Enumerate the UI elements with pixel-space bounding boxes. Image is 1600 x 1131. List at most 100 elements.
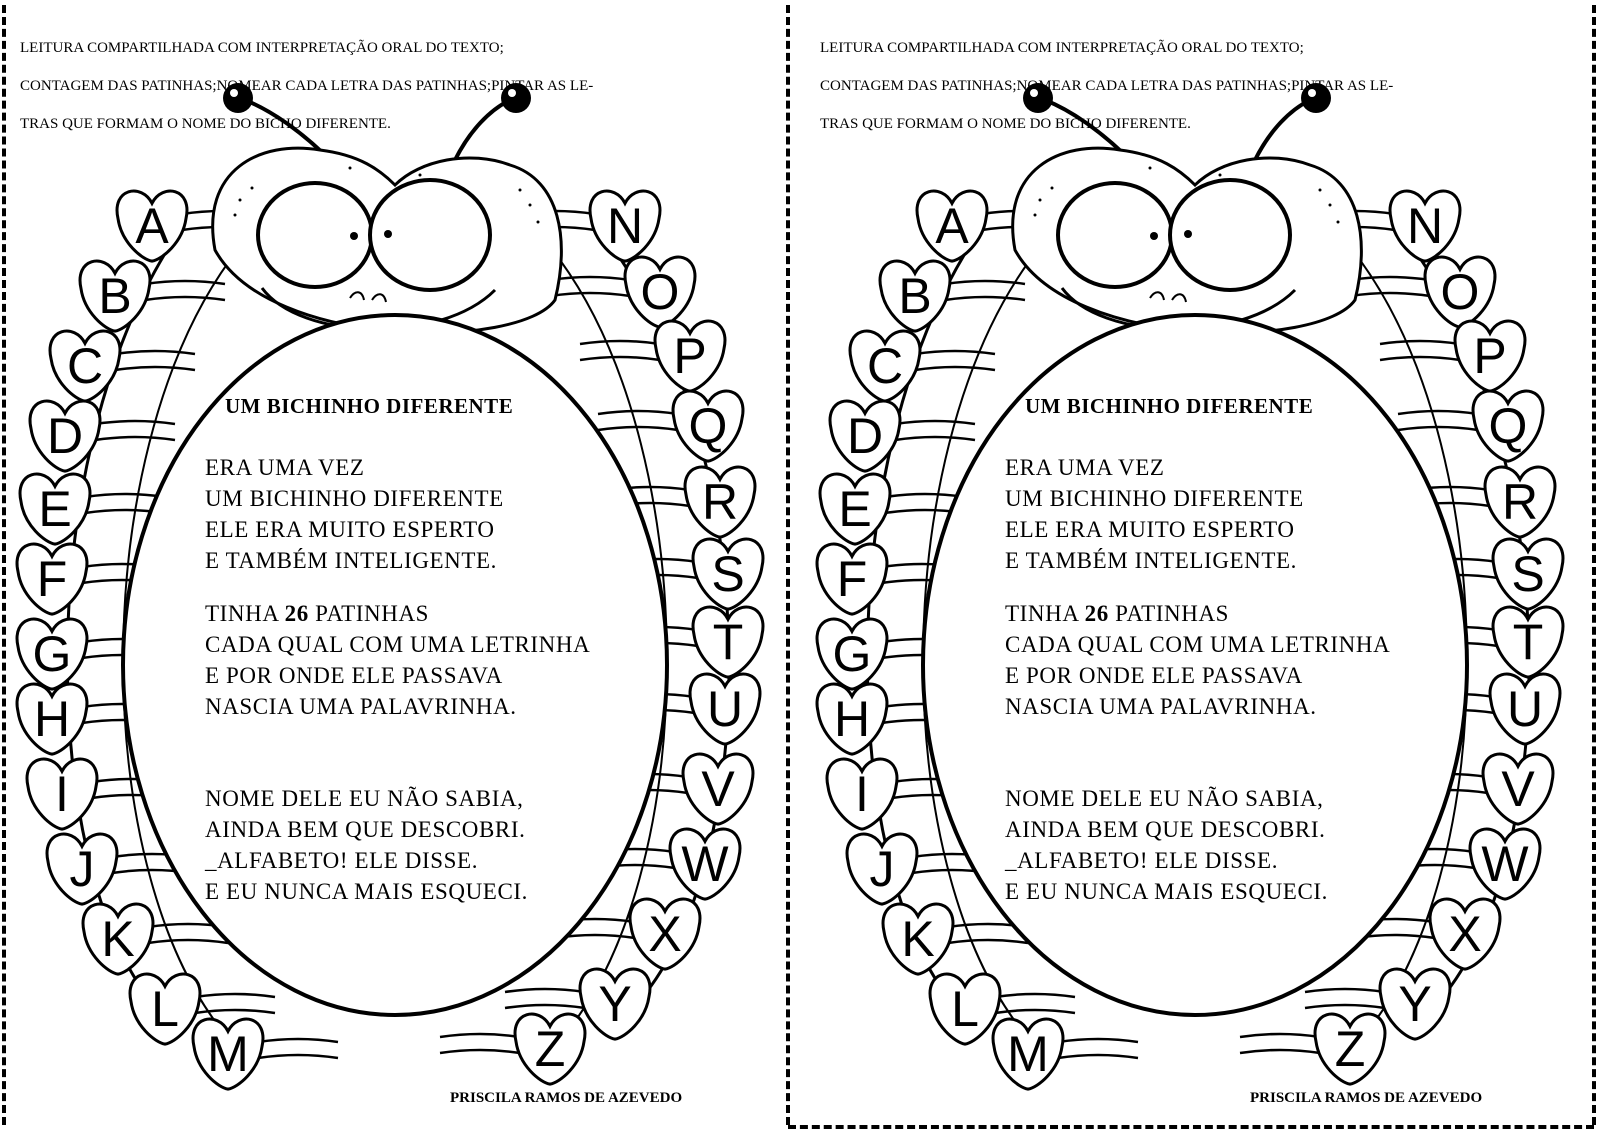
- leg-letter: K: [901, 911, 934, 967]
- leg-j: J: [845, 832, 993, 906]
- leg-letter: W: [681, 836, 729, 892]
- leg-i: I: [25, 757, 173, 831]
- leg-l: L: [128, 972, 276, 1046]
- poem-line: E EU NUNCA MAIS ESQUECI.: [1005, 879, 1328, 904]
- leg-p: P: [1379, 319, 1527, 393]
- leg-letter: X: [1448, 906, 1481, 962]
- leg-s: S: [617, 537, 765, 611]
- leg-letter: Y: [1398, 976, 1431, 1032]
- instruction-line: CONTAGEM DAS PATINHAS;NOMEAR CADA LETRA …: [820, 78, 1394, 94]
- leg-e: E: [818, 472, 966, 546]
- stanza-1: ERA UMA VEZ UM BICHINHO DIFERENTE ELE ER…: [205, 452, 504, 576]
- left-page-border: [2, 5, 6, 1125]
- instruction-line: LEITURA COMPARTILHADA COM INTERPRETAÇÃO …: [820, 40, 1304, 56]
- leg-letter: C: [67, 338, 103, 394]
- leg-a: A: [115, 189, 263, 263]
- leg-letter: A: [935, 198, 969, 254]
- poem-line: NOME DELE EU NÃO SABIA,: [205, 786, 524, 811]
- leg-g: G: [15, 617, 163, 691]
- leg-letter: L: [951, 981, 979, 1037]
- instruction-line: LEITURA COMPARTILHADA COM INTERPRETAÇÃO …: [20, 40, 504, 56]
- leg-letter: W: [1481, 836, 1529, 892]
- leg-letter: I: [855, 766, 869, 822]
- leg-letter: A: [135, 198, 169, 254]
- leg-letter: K: [101, 911, 134, 967]
- instruction-line: TRAS QUE FORMAM O NOME DO BICHO DIFERENT…: [820, 116, 1191, 132]
- leg-count: 26: [284, 601, 309, 626]
- leg-d: D: [828, 399, 976, 473]
- poem-line: TINHA 26 PATINHAS: [205, 601, 430, 626]
- leg-f: F: [815, 542, 963, 616]
- poem-line: E TAMBÉM INTELIGENTE.: [1005, 548, 1298, 573]
- leg-count: 26: [1084, 601, 1109, 626]
- leg-letter: O: [641, 264, 680, 320]
- googly-eyes-icon: [1056, 178, 1292, 292]
- leg-s: S: [1417, 537, 1565, 611]
- poem-line: NASCIA UMA PALAVRINHA.: [1005, 694, 1317, 719]
- leg-letter: R: [702, 474, 738, 530]
- stanza-2: TINHA 26 PATINHAS CADA QUAL COM UMA LETR…: [1005, 598, 1390, 722]
- center-cut-line: [786, 5, 790, 1125]
- leg-letter: X: [648, 906, 681, 962]
- leg-h: H: [815, 682, 963, 756]
- leg-o: O: [549, 255, 697, 329]
- poem-line: _ALFABETO! ELE DISSE.: [1005, 848, 1279, 873]
- bottom-cut-line: [788, 1125, 1594, 1129]
- leg-k: K: [81, 902, 229, 976]
- leg-q: Q: [1397, 389, 1545, 463]
- poem-line: E POR ONDE ELE PASSAVA: [205, 663, 503, 688]
- leg-n: N: [1314, 189, 1462, 263]
- leg-letter: H: [834, 691, 870, 747]
- right-page-border: [1592, 5, 1596, 1125]
- leg-f: F: [15, 542, 163, 616]
- leg-letter: T: [1513, 614, 1544, 670]
- leg-letter: E: [38, 481, 71, 537]
- leg-letter: T: [713, 614, 744, 670]
- head-texture: [233, 166, 540, 224]
- leg-letter: B: [98, 268, 131, 324]
- leg-letter: V: [1501, 761, 1535, 817]
- poem-line: ELE ERA MUITO ESPERTO: [1005, 517, 1295, 542]
- leg-x: X: [1354, 897, 1502, 971]
- leg-letter: J: [70, 841, 95, 897]
- leg-d: D: [28, 399, 176, 473]
- leg-letter: M: [1007, 1026, 1049, 1082]
- leg-r: R: [609, 465, 757, 539]
- poem-title: UM BICHINHO DIFERENTE: [225, 394, 514, 418]
- leg-j: J: [45, 832, 193, 906]
- leg-letter: Y: [598, 976, 631, 1032]
- leg-letter: L: [151, 981, 179, 1037]
- stanza-3: NOME DELE EU NÃO SABIA, AINDA BEM QUE DE…: [1005, 783, 1328, 907]
- leg-letter: G: [833, 626, 872, 682]
- leg-letter: Z: [1335, 1021, 1366, 1077]
- poem-line: NOME DELE EU NÃO SABIA,: [1005, 786, 1324, 811]
- poem-line: CADA QUAL COM UMA LETRINHA: [1005, 632, 1391, 657]
- poem-line: _ALFABETO! ELE DISSE.: [205, 848, 479, 873]
- leg-letter: D: [847, 408, 883, 464]
- leg-letter: N: [607, 198, 643, 254]
- leg-letter: Z: [535, 1021, 566, 1077]
- poem-line: AINDA BEM QUE DESCOBRI.: [1005, 817, 1326, 842]
- leg-letter: F: [837, 551, 868, 607]
- stanza-2: TINHA 26 PATINHAS CADA QUAL COM UMA LETR…: [205, 598, 590, 722]
- leg-c: C: [848, 329, 996, 403]
- author-credit: PRISCILA RAMOS DE AZEVEDO: [450, 1090, 683, 1106]
- googly-eyes-icon: [256, 178, 492, 292]
- stanza-3: NOME DELE EU NÃO SABIA, AINDA BEM QUE DE…: [205, 783, 528, 907]
- leg-y: Y: [1304, 967, 1452, 1041]
- leg-letter: F: [37, 551, 68, 607]
- leg-letter: Q: [689, 398, 728, 454]
- leg-letter: B: [898, 268, 931, 324]
- poem-line: NASCIA UMA PALAVRINHA.: [205, 694, 517, 719]
- poem-line: E EU NUNCA MAIS ESQUECI.: [205, 879, 528, 904]
- leg-letter: U: [1507, 681, 1543, 737]
- leg-z: Z: [439, 1012, 587, 1086]
- poem-line: ELE ERA MUITO ESPERTO: [205, 517, 495, 542]
- instructions: LEITURA COMPARTILHADA COM INTERPRETAÇÃO …: [820, 20, 1580, 153]
- leg-letter: U: [707, 681, 743, 737]
- leg-w: W: [594, 827, 742, 901]
- leg-q: Q: [597, 389, 745, 463]
- head-texture: [1033, 166, 1340, 224]
- leg-b: B: [78, 259, 226, 333]
